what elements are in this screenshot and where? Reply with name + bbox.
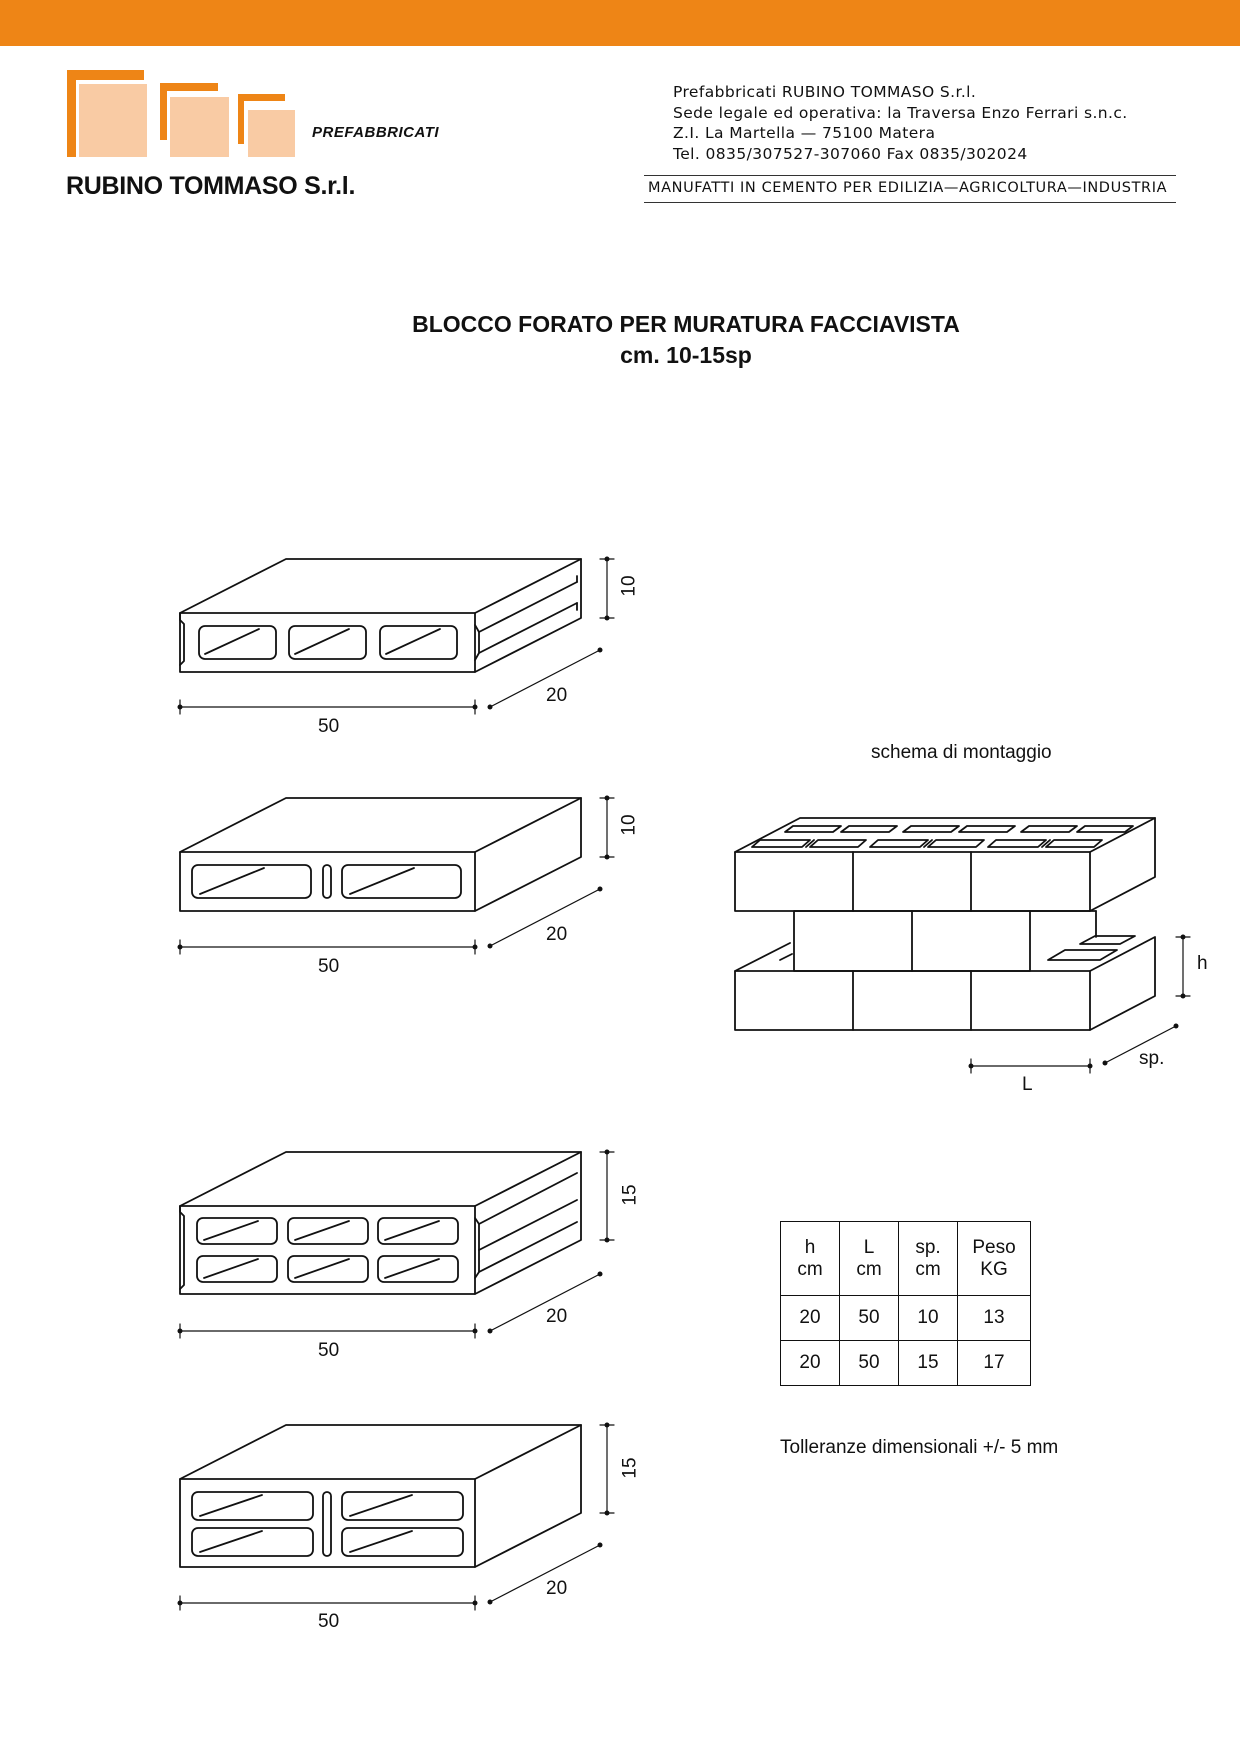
block1-depth-label: 20 <box>546 685 568 706</box>
company-line: Prefabbricati RUBINO TOMMASO S.r.l. <box>673 83 977 101</box>
document-subtitle: cm. 10-15sp <box>620 342 752 368</box>
logo-square-small <box>248 110 295 157</box>
table-cell: 15 <box>898 1340 958 1386</box>
tagline: MANUFATTI IN CEMENTO PER EDILIZIA—AGRICO… <box>648 180 1168 196</box>
table-cell: 50 <box>839 1295 899 1341</box>
tolerance-note: Tolleranze dimensionali +/- 5 mm <box>780 1437 1059 1458</box>
table-cell: 10 <box>898 1295 958 1341</box>
block1-length-label: 50 <box>318 716 340 737</box>
table-row: 20 50 10 13 <box>780 1295 1031 1341</box>
table-header-cell: sp. cm <box>898 1221 958 1296</box>
tagline-frame <box>644 175 1176 203</box>
table-cell: 20 <box>780 1295 840 1341</box>
header-unit: cm <box>797 1258 823 1280</box>
assembly-diagram <box>734 817 1156 1031</box>
table-header-cell: h cm <box>780 1221 840 1296</box>
dimensions-table: h cm L cm sp. cm Peso KG 20 50 10 13 20 … <box>780 1221 1031 1386</box>
table-cell: 50 <box>839 1340 899 1386</box>
header-label: L <box>863 1236 875 1258</box>
brand-prefix: PREFABBRICATI <box>312 124 440 141</box>
assembly-height-label: h <box>1197 953 1208 974</box>
header-label: h <box>804 1236 816 1258</box>
header-unit: KG <box>980 1258 1008 1280</box>
block3-length-label: 50 <box>318 1340 340 1361</box>
table-header-cell: L cm <box>839 1221 899 1296</box>
block3-depth-label: 20 <box>546 1306 568 1327</box>
block1-height-label: 10 <box>618 575 640 597</box>
header-unit: cm <box>915 1258 941 1280</box>
table-cell: 17 <box>957 1340 1031 1386</box>
dimension-lines <box>179 558 1191 1611</box>
dimension-ticks <box>177 556 1186 1606</box>
table-cell: 13 <box>957 1295 1031 1341</box>
table-row: 20 50 15 17 <box>780 1340 1031 1386</box>
document-title: BLOCCO FORATO PER MURATURA FACCIAVISTA <box>412 311 960 337</box>
block2-length-label: 50 <box>318 956 340 977</box>
assembly-caption: schema di montaggio <box>871 742 1052 763</box>
brand-name: RUBINO TOMMASO S.r.l. <box>66 172 356 200</box>
table-header-row: h cm L cm sp. cm Peso KG <box>780 1221 1031 1296</box>
block3-height-label: 15 <box>619 1184 641 1206</box>
assembly-length-label: L <box>1022 1074 1033 1095</box>
block-15cm-six-holes <box>179 1151 582 1295</box>
block4-height-label: 15 <box>619 1457 641 1479</box>
block-10cm-two-holes <box>179 797 582 912</box>
header-label: sp. <box>915 1236 941 1258</box>
company-logo <box>67 70 295 157</box>
assembly-thickness-label: sp. <box>1139 1048 1165 1069</box>
header-unit: cm <box>856 1258 882 1280</box>
header-accent-bar <box>0 0 1240 46</box>
table-cell: 20 <box>780 1340 840 1386</box>
block-10cm-three-holes <box>179 558 582 673</box>
table-header-cell: Peso KG <box>957 1221 1031 1296</box>
company-line: Sede legale ed operativa: la Traversa En… <box>673 103 1128 122</box>
company-line: Z.I. La Martella — 75100 Matera <box>673 124 936 142</box>
company-address: Prefabbricati RUBINO TOMMASO S.r.l. Sede… <box>673 82 1128 164</box>
block4-length-label: 50 <box>318 1611 340 1632</box>
header-label: Peso <box>972 1236 1016 1258</box>
block-15cm-four-holes <box>179 1424 582 1568</box>
block2-height-label: 10 <box>618 814 640 836</box>
logo-square-medium <box>170 97 229 157</box>
company-line: Tel. 0835/307527-307060 Fax 0835/302024 <box>673 144 1028 163</box>
block2-depth-label: 20 <box>546 924 568 945</box>
block4-depth-label: 20 <box>546 1578 568 1599</box>
logo-square-large <box>79 84 147 157</box>
